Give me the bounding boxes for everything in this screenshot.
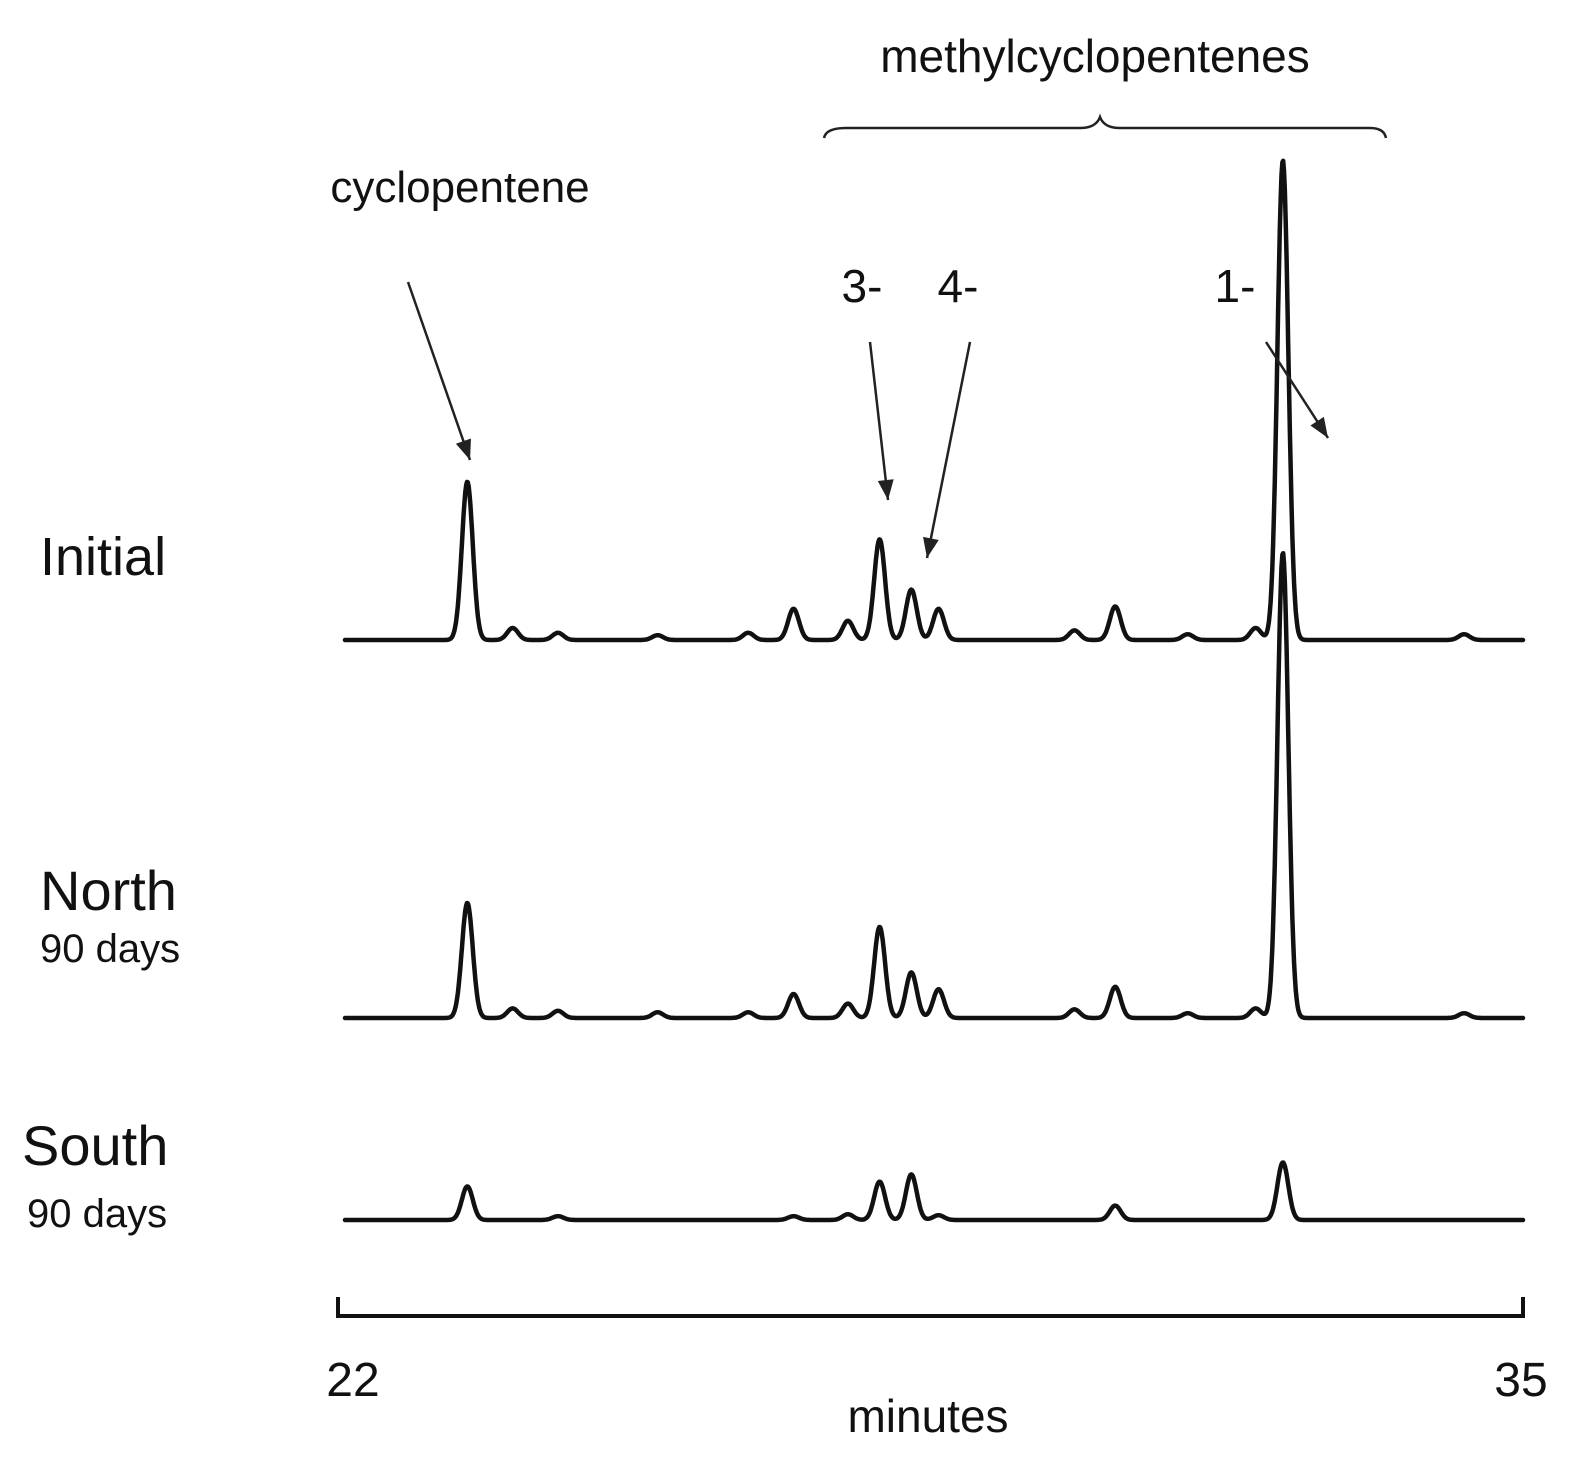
group-brace [822,113,1388,139]
series-sublabel-north: 90 days [40,927,180,971]
annotation-1-methylcyclopentene: 1- [1215,260,1256,312]
annotation-cyclopentene: cyclopentene [330,163,589,212]
3-methyl-arrow-line [868,341,890,501]
cyclopentene-arrow-line [406,281,472,461]
4-methyl-arrow-head [923,536,939,558]
4-methyl-arrow-line [925,341,972,559]
series-label-north: North [40,859,177,922]
series-label-initial: Initial [40,527,166,587]
x-axis-bracket [336,1297,1525,1318]
trace-north [342,550,1526,1021]
trace-initial [342,158,1526,643]
annotation-4-methylcyclopentene: 4- [938,260,979,312]
x-tick-label-end: 35 [1494,1354,1547,1407]
trace-south [342,1160,1526,1223]
x-tick-label-start: 22 [326,1354,379,1407]
cyclopentene-arrow-head [455,438,471,460]
series-sublabel-south: 90 days [27,1192,167,1236]
annotation-3-methylcyclopentene: 3- [842,260,883,312]
labels-layer [406,281,1330,559]
x-axis-label: minutes [847,1390,1008,1442]
group-label-methylcyclopentenes: methylcyclopentenes [880,30,1310,82]
1-methyl-arrow-head [1310,416,1328,438]
3-methyl-arrow-head [877,479,894,500]
series-label-south: South [22,1114,168,1177]
traces-layer [342,158,1526,1223]
